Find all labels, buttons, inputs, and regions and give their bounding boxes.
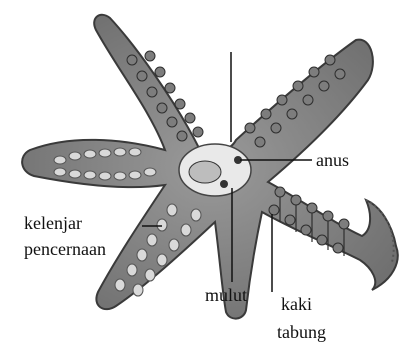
label-kelenjar: kelenjar bbox=[24, 214, 82, 232]
mouth-opening bbox=[220, 180, 228, 188]
label-anus: anus bbox=[316, 151, 349, 169]
label-tabung: tabung bbox=[277, 323, 326, 341]
label-pencernaan: pencernaan bbox=[24, 240, 106, 258]
label-kaki: kaki bbox=[281, 295, 312, 313]
stomach bbox=[189, 161, 221, 183]
label-mulut: mulut bbox=[205, 286, 247, 304]
